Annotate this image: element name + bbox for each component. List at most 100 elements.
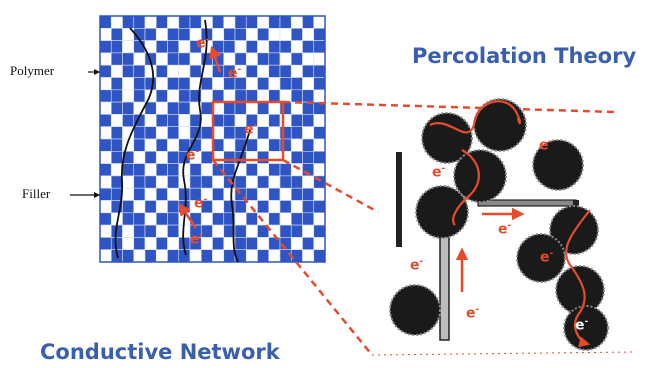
- polymer-cell: [200, 89, 213, 103]
- filler-cell: [200, 151, 213, 164]
- filler-cell: [100, 138, 112, 152]
- filler-cell: [133, 138, 146, 152]
- filler-cell: [110, 27, 123, 41]
- polymer-cell: [223, 187, 236, 201]
- filler-cell: [155, 237, 168, 250]
- filler-cell: [122, 163, 135, 177]
- polymer-cell: [234, 40, 247, 54]
- polymer-cell: [178, 126, 191, 140]
- polymer-cell: [290, 138, 303, 152]
- filler-cell: [122, 114, 135, 128]
- polymer-cell: [144, 16, 157, 29]
- filler-cell: [110, 77, 123, 91]
- filler-cell: [290, 52, 303, 66]
- electron-label: e-: [432, 164, 446, 181]
- electron-label: e-: [196, 35, 210, 52]
- filler-cell: [155, 64, 168, 78]
- filler-cell: [257, 77, 270, 91]
- filler-cell: [268, 138, 281, 152]
- filler-cell: [189, 175, 202, 189]
- polymer-cell: [279, 52, 292, 66]
- filler-cell: [122, 16, 135, 29]
- polymer-cell: [212, 27, 225, 41]
- polymer-cell: [245, 101, 258, 115]
- electron-label: e-: [228, 65, 242, 82]
- polymer-cell: [268, 175, 281, 189]
- filler-cell: [290, 212, 303, 226]
- polymer-cell: [100, 126, 112, 140]
- filler-cell: [167, 163, 180, 177]
- filler-cell: [279, 175, 292, 189]
- filler-cell: [245, 187, 258, 201]
- filler-cell: [167, 40, 180, 54]
- filler-cell: [257, 151, 270, 164]
- filler-particle: [532, 139, 584, 191]
- electron-label: e-: [575, 317, 589, 334]
- filler-cell: [133, 126, 146, 140]
- filler-cell: [200, 52, 213, 66]
- filler-cell: [110, 40, 123, 54]
- polymer-cell: [313, 163, 325, 177]
- filler-cell: [200, 77, 213, 91]
- zoomed-particle-view: [389, 98, 609, 351]
- filler-cell: [313, 27, 325, 41]
- polymer-cell: [122, 237, 135, 250]
- polymer-cell: [155, 249, 168, 262]
- electron-label: e-: [539, 137, 553, 154]
- polymer-cell: [144, 64, 157, 78]
- filler-cell: [223, 114, 236, 128]
- filler-cell: [313, 200, 325, 214]
- filler-cell: [302, 212, 315, 226]
- filler-cell: [290, 224, 303, 238]
- polymer-cell: [122, 89, 135, 103]
- electron-path-top: [429, 100, 521, 134]
- filler-cell: [110, 52, 123, 66]
- polymer-cell: [302, 224, 315, 238]
- filler-particle: [389, 284, 441, 336]
- filler-cell: [223, 126, 236, 140]
- polymer-cell: [100, 200, 112, 214]
- polymer-cell: [290, 200, 303, 214]
- polymer-cell: [122, 77, 135, 91]
- filler-cell: [290, 151, 303, 164]
- filler-cell: [100, 89, 112, 103]
- polymer-cell: [257, 89, 270, 103]
- filler-cell: [167, 52, 180, 66]
- conductive-path-right: [230, 129, 251, 263]
- polymer-cell: [302, 126, 315, 140]
- polymer-cell: [223, 16, 236, 29]
- polymer-cell: [268, 101, 281, 115]
- polymer-cell: [313, 114, 325, 128]
- polymer-cell: [313, 187, 325, 201]
- filler-cell: [212, 237, 225, 250]
- polymer-cell: [223, 89, 236, 103]
- composite-grid: [100, 16, 325, 262]
- polymer-cell: [279, 114, 292, 128]
- filler-cell: [133, 89, 146, 103]
- filler-cell: [167, 200, 180, 214]
- polymer-cell: [212, 224, 225, 238]
- polymer-cell: [133, 249, 146, 262]
- filler-cell: [100, 40, 112, 54]
- polymer-cell: [200, 114, 213, 128]
- filler-cell: [245, 237, 258, 250]
- polymer-cell: [257, 16, 270, 29]
- polymer-cell: [290, 64, 303, 78]
- polymer-cell: [100, 151, 112, 164]
- polymer-cell: [189, 52, 202, 66]
- filler-cell: [100, 163, 112, 177]
- polymer-cell: [178, 40, 191, 54]
- polymer-cell: [133, 151, 146, 164]
- filler-cell: [110, 126, 123, 140]
- filler-cell: [144, 249, 157, 262]
- filler-cell: [245, 89, 258, 103]
- filler-cell: [144, 200, 157, 214]
- filler-cell: [200, 175, 213, 189]
- filler-cell: [167, 212, 180, 226]
- filler-cell: [234, 27, 247, 41]
- filler-particle: [516, 233, 566, 283]
- filler-cell: [279, 40, 292, 54]
- electron-label: e-: [498, 221, 512, 238]
- percolation-title: Percolation Theory: [412, 44, 637, 68]
